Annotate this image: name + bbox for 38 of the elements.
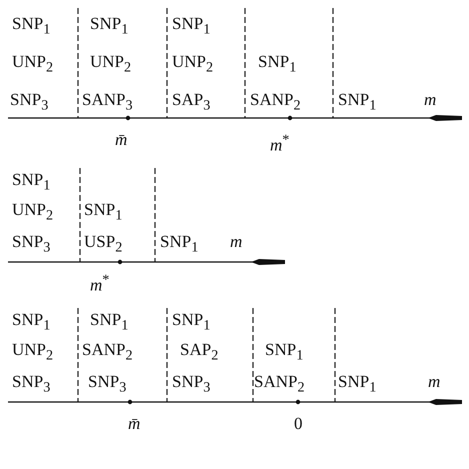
- state-label: SNP$_{1}$: [160, 232, 198, 258]
- state-label: UNP$_{2}$: [12, 200, 54, 226]
- state-label: SNP$_{3}$: [172, 372, 210, 398]
- state-label: SNP$_{1}$: [12, 310, 50, 336]
- axis-label: m$^{*}$: [270, 131, 290, 156]
- state-label: SANP$_{2}$: [82, 340, 133, 366]
- axis-label: m̄: [115, 130, 128, 150]
- axis-label: m: [428, 372, 440, 392]
- state-label: SNP$_{1}$: [12, 170, 50, 196]
- state-label: SNP$_{1}$: [90, 310, 128, 336]
- state-label: SAP$_{2}$: [180, 340, 218, 366]
- axis-label: m$^{*}$: [90, 271, 110, 296]
- state-label: UNP$_{2}$: [12, 52, 54, 78]
- state-label: SAP$_{3}$: [172, 90, 210, 116]
- state-label: SNP$_{1}$: [90, 14, 128, 40]
- state-label: SNP$_{1}$: [172, 14, 210, 40]
- state-label: SNP$_{1}$: [265, 340, 304, 366]
- state-label: SANP$_{3}$: [82, 90, 133, 116]
- state-label: SNP$_{1}$: [258, 52, 296, 78]
- state-label: SNP$_{3}$: [12, 232, 50, 258]
- state-label: USP$_{2}$: [84, 232, 122, 258]
- state-label: UNP$_{2}$: [90, 52, 132, 78]
- state-label: UNP$_{2}$: [12, 340, 54, 366]
- state-label: UNP$_{2}$: [172, 52, 214, 78]
- axis-label: m: [230, 232, 242, 252]
- axis-label: m: [424, 90, 436, 110]
- state-label: SNP$_{1}$: [338, 372, 376, 398]
- state-label: SNP$_{1}$: [172, 310, 210, 336]
- axis-label: 0: [294, 414, 302, 434]
- state-label: SNP$_{1}$: [338, 90, 376, 116]
- state-label: SANP$_{2}$: [254, 372, 305, 398]
- state-label: SNP$_{3}$: [10, 90, 48, 116]
- state-label: SANP$_{2}$: [250, 90, 301, 116]
- state-label: SNP$_{3}$: [12, 372, 50, 398]
- state-label: SNP$_{3}$: [88, 372, 126, 398]
- axis-label: m̄: [128, 414, 140, 434]
- state-label: SNP$_{1}$: [12, 14, 50, 40]
- state-label: SNP$_{1}$: [84, 200, 122, 226]
